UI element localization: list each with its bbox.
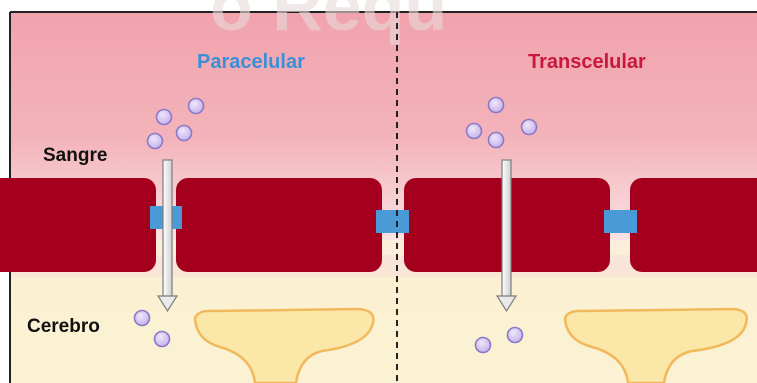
molecule	[157, 110, 172, 125]
molecule	[189, 99, 204, 114]
title-paracellular: Paracelular	[197, 51, 305, 73]
label-brain: Cerebro	[27, 316, 100, 337]
molecule	[177, 126, 192, 141]
molecule	[148, 134, 163, 149]
tight-junction-2	[376, 210, 409, 233]
molecule	[489, 133, 504, 148]
molecule	[489, 98, 504, 113]
watermark-text: o Requ	[210, 0, 447, 45]
endothelial-cell-2	[176, 178, 382, 272]
molecule	[508, 328, 523, 343]
molecule	[155, 332, 170, 347]
title-transcellular: Transcelular	[528, 51, 646, 73]
label-blood: Sangre	[43, 145, 107, 166]
molecule	[135, 311, 150, 326]
molecule	[522, 120, 537, 135]
tight-junction-3	[604, 210, 637, 233]
molecule	[467, 124, 482, 139]
endothelial-cell-1	[0, 178, 156, 272]
molecule	[476, 338, 491, 353]
endothelial-cell-4	[630, 178, 757, 272]
